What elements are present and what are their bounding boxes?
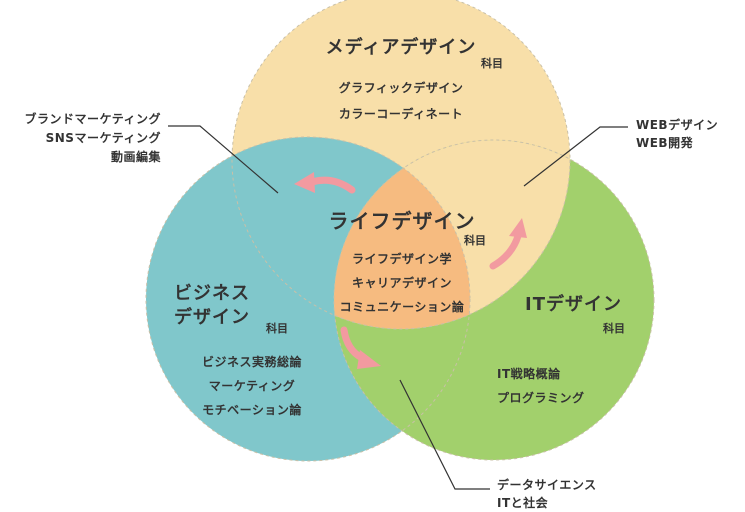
bottom-callout-item: ITと社会 [497, 496, 549, 510]
arrow-to-business-head [294, 172, 315, 193]
media-circle-outline [231, 0, 571, 330]
business-circle-outline [145, 136, 471, 462]
left-callout-item: SNSマーケティング [45, 131, 161, 145]
arrow-to-media [489, 232, 522, 270]
it-design-title: ITデザイン [525, 294, 622, 315]
it-design-suffix: 科目 [603, 322, 625, 335]
life-item: コミュニケーション論 [339, 300, 465, 314]
life-items: ライフデザイン学 キャリアデザイン コミュニケーション論 [340, 247, 465, 319]
bottom-callout-item: データサイエンス [497, 478, 597, 492]
left-callout-item: ブランドマーケティング [24, 112, 161, 126]
bottom-callout: データサイエンス ITと社会 [497, 476, 597, 512]
life-design-suffix: 科目 [464, 234, 486, 247]
media-item: カラーコーディネート [338, 107, 464, 121]
business-items: ビジネス実務総論 マーケティング モチベーション論 [202, 350, 302, 422]
business-title-line2: デザイン [174, 307, 250, 328]
business-item: ビジネス実務総論 [201, 355, 303, 369]
business-item: モチベーション論 [202, 403, 302, 417]
it-item: プログラミング [497, 391, 585, 405]
life-design-title: ライフデザイン [328, 209, 476, 233]
arrow-to-media-head [509, 218, 527, 238]
media-items: グラフィックデザイン カラーコーディネート [339, 75, 464, 127]
it-items: IT戦略概論 プログラミング [497, 362, 585, 410]
business-title-line1: ビジネス [174, 283, 250, 304]
left-callout: ブランドマーケティング SNSマーケティング 動画編集 [24, 110, 161, 167]
life-item: キャリアデザイン [351, 276, 453, 290]
right-callout-item: WEB開発 [636, 136, 694, 150]
right-callout: WEBデザイン WEB開発 [636, 116, 718, 152]
arrow-to-it-head [357, 350, 381, 369]
media-design-suffix: 科目 [481, 57, 503, 70]
it-circle-outline [333, 139, 655, 461]
life-design-area [334, 140, 470, 329]
bottom-callout-line [399, 379, 490, 490]
right-callout-line [523, 126, 628, 187]
arrow-to-business [308, 176, 356, 194]
left-callout-line [168, 125, 279, 194]
life-item: ライフデザイン学 [351, 252, 453, 266]
media-item: グラフィックデザイン [338, 81, 464, 95]
business-item: マーケティング [208, 379, 296, 393]
media-design-title: メディアデザイン [325, 37, 477, 58]
business-design-suffix: 科目 [266, 322, 288, 335]
business-design-title: ビジネス デザイン [174, 282, 250, 330]
it-item: IT戦略概論 [497, 367, 561, 381]
left-callout-item: 動画編集 [110, 150, 161, 164]
right-callout-item: WEBデザイン [636, 118, 719, 132]
